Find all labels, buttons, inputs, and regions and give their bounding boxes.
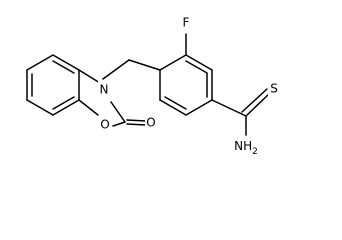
bond (110, 101, 126, 123)
carbonyl-oxygen-atom-label: O (146, 116, 155, 130)
fluorine-atom-label: F (183, 16, 190, 30)
bond (185, 60, 208, 74)
bond (211, 99, 247, 117)
bond (245, 92, 271, 117)
nitrogen-atom-label: N (100, 83, 109, 97)
bond (52, 96, 75, 110)
bond (26, 99, 54, 116)
sulfur-atom-label: S (270, 82, 278, 96)
bond (78, 69, 101, 84)
bond (126, 123, 147, 126)
bond (185, 54, 213, 71)
amine-group-label: NH2 (234, 139, 258, 157)
bond (126, 119, 147, 122)
chemical-structure: F N O O S NH2 (26, 13, 280, 157)
bond (128, 59, 161, 71)
bonds (26, 33, 271, 136)
bond (185, 99, 213, 116)
bond (52, 99, 80, 116)
bond (52, 54, 80, 71)
bond (159, 99, 187, 116)
bond (78, 99, 99, 116)
atom-labels: F N O O S NH2 (98, 13, 280, 157)
ring-oxygen-atom-label: O (100, 118, 109, 132)
bond (52, 60, 75, 74)
bond (112, 121, 126, 127)
bond (102, 59, 130, 80)
bond (159, 54, 187, 71)
bond (241, 88, 268, 113)
bond (26, 54, 54, 71)
bond (164, 96, 187, 110)
